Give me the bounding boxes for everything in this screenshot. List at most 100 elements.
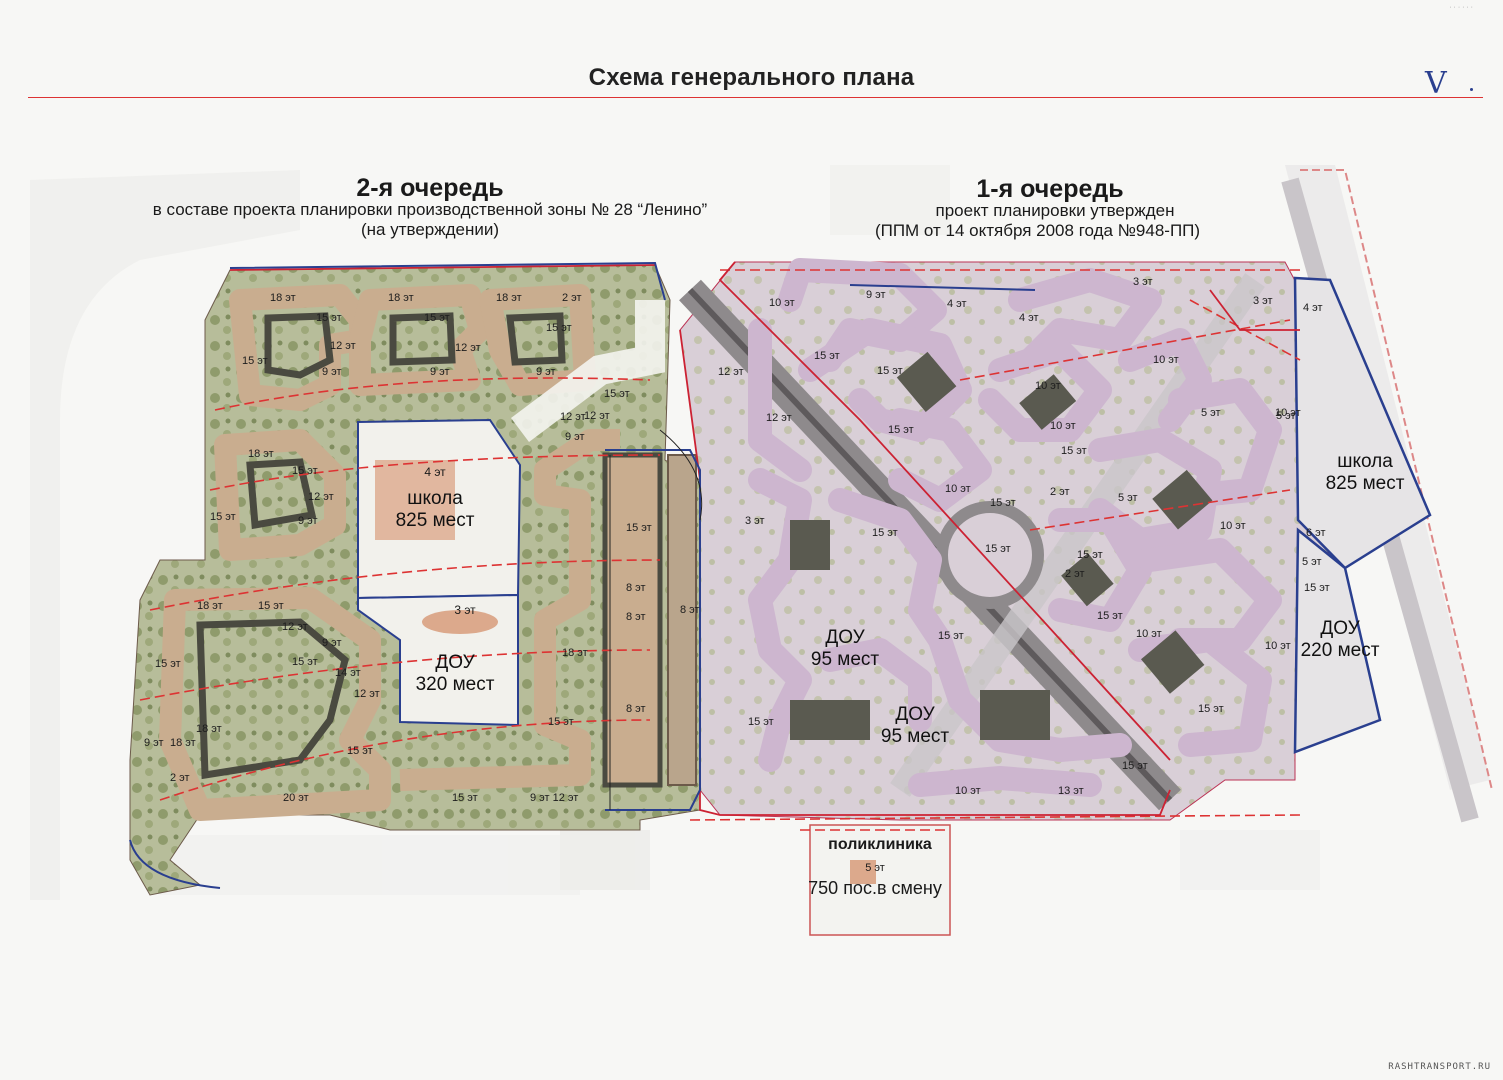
floor-label: 15 эт bbox=[748, 716, 774, 728]
floor-label: 15 эт bbox=[1097, 610, 1123, 622]
floor-label: 10 эт bbox=[945, 483, 971, 495]
floor-label: 2 эт bbox=[562, 292, 582, 304]
floor-label: 2 эт bbox=[1065, 568, 1085, 580]
queue2-courtyards bbox=[196, 312, 566, 780]
queue2-block bbox=[129, 264, 701, 896]
floor-label: 15 эт bbox=[604, 388, 630, 400]
floor-label: 12 эт bbox=[718, 366, 744, 378]
floor-label: 15 эт bbox=[888, 424, 914, 436]
floor-label: 18 эт bbox=[496, 292, 522, 304]
floor-label: 15 эт bbox=[1077, 549, 1103, 561]
floor-label: 8 эт bbox=[680, 604, 700, 616]
floor-label: 15 эт bbox=[1122, 760, 1148, 772]
floor-label: 6 эт bbox=[1306, 527, 1326, 539]
floor-label: 18 эт bbox=[170, 737, 196, 749]
floor-label: 2 эт bbox=[170, 772, 190, 784]
queue2-title: 2-я очередь bbox=[356, 174, 504, 202]
clinic-capacity: 750 пос.в смену bbox=[808, 878, 942, 898]
floor-label: 3 эт bbox=[1253, 295, 1273, 307]
floor-label: 14 эт bbox=[335, 667, 361, 679]
title-underline bbox=[28, 97, 1483, 98]
queue1-decree: (ППМ от 14 октября 2008 года №948-ПП) bbox=[874, 221, 1201, 240]
watermark: RASHTRANSPORT.RU bbox=[1388, 1062, 1491, 1072]
floor-label: 15 эт bbox=[242, 355, 268, 367]
floor-label: 9 эт 12 эт bbox=[530, 792, 579, 804]
queue1-title: 1-я очередь bbox=[976, 175, 1124, 203]
queue2-status: (на утверждении) bbox=[360, 220, 500, 239]
floor-label: 2 эт bbox=[1050, 486, 1070, 498]
floor-label: 15 эт bbox=[347, 745, 373, 757]
dou-center-2-name: ДОУ bbox=[895, 704, 935, 725]
floor-label: 9 эт bbox=[565, 431, 585, 443]
floor-label: 18 эт bbox=[248, 448, 274, 460]
school-right-plot bbox=[1293, 276, 1432, 570]
floor-label: 15 эт bbox=[877, 365, 903, 377]
floor-label: 18 эт bbox=[196, 723, 222, 735]
red-boundary bbox=[229, 261, 1300, 816]
floor-label: 15 эт bbox=[452, 792, 478, 804]
dou-right-name: ДОУ bbox=[1320, 618, 1360, 639]
floor-label: 3 эт bbox=[745, 515, 765, 527]
dou-center-1-name: ДОУ bbox=[825, 627, 865, 648]
check-mark: V bbox=[1425, 66, 1447, 101]
page-title: Схема генерального плана bbox=[588, 64, 915, 91]
blue-boundary bbox=[129, 261, 1036, 889]
school-right-name: школа bbox=[1337, 451, 1393, 472]
dou-center-1-capacity: 95 мест bbox=[810, 649, 880, 670]
dou-right-plot bbox=[1293, 527, 1382, 754]
floor-label: 10 эт bbox=[1220, 520, 1246, 532]
floor-label: 15 эт bbox=[814, 350, 840, 362]
floor-label: 15 эт bbox=[424, 312, 450, 324]
school-left-name: школа bbox=[407, 488, 463, 509]
dou-left-name: ДОУ bbox=[435, 652, 475, 673]
floor-label: 10 эт bbox=[955, 785, 981, 797]
floor-label: 12 эт bbox=[584, 410, 610, 422]
floor-label: 12 эт bbox=[766, 412, 792, 424]
queue1-block bbox=[679, 258, 1432, 936]
floor-label: 10 эт bbox=[1153, 354, 1179, 366]
floor-label: 12 эт bbox=[455, 342, 481, 354]
floor-label: 9 эт bbox=[322, 637, 342, 649]
floor-label: 9 эт bbox=[144, 737, 164, 749]
floor-label: 9 эт bbox=[536, 366, 556, 378]
check-dot bbox=[1470, 88, 1473, 91]
school-right-capacity: 825 мест bbox=[1325, 473, 1405, 494]
floor-label: 15 эт bbox=[872, 527, 898, 539]
dou-left-capacity: 320 мест bbox=[415, 674, 495, 695]
floor-label: 8 эт bbox=[626, 582, 646, 594]
queue1-description: проект планировки утвержден bbox=[935, 201, 1175, 220]
dou-left-floors: 3 эт bbox=[454, 603, 476, 617]
school-left-capacity: 825 мест bbox=[395, 510, 475, 531]
right-road bbox=[1300, 169, 1493, 791]
clinic-name: поликлиника bbox=[828, 836, 932, 853]
dou-right-capacity: 220 мест bbox=[1300, 640, 1380, 661]
floor-label: 15 эт bbox=[292, 656, 318, 668]
queue1-buildings bbox=[748, 258, 1282, 797]
floor-label: 18 эт bbox=[197, 600, 223, 612]
queue2-description: в составе проекта планировки производств… bbox=[152, 200, 708, 219]
floor-label: 4 эт bbox=[1303, 302, 1323, 314]
floor-label: 15 эт bbox=[1198, 703, 1224, 715]
floor-label: 12 эт bbox=[308, 491, 334, 503]
floor-label: 10 эт bbox=[1265, 640, 1291, 652]
scan-corner-mark: · · · · · · bbox=[1449, 4, 1473, 11]
floor-label: 5 эт bbox=[1302, 556, 1322, 568]
floor-label: 15 эт bbox=[292, 465, 318, 477]
floor-label: 5 эт bbox=[1118, 492, 1138, 504]
floor-label: 15 эт bbox=[546, 322, 572, 334]
floor-label: 15 эт bbox=[938, 630, 964, 642]
floor-label: 15 эт bbox=[1061, 445, 1087, 457]
floor-label: 5 эт bbox=[1201, 407, 1221, 419]
floor-label: 15 эт bbox=[985, 543, 1011, 555]
roundabout bbox=[936, 501, 1044, 609]
floor-label: 20 эт bbox=[283, 792, 309, 804]
queue2-buildings bbox=[159, 284, 620, 821]
floor-label: 15 эт bbox=[990, 497, 1016, 509]
floor-label: 10 эт bbox=[1136, 628, 1162, 640]
floor-label: 15 эт bbox=[155, 658, 181, 670]
clinic-floors: 5 эт bbox=[865, 862, 885, 874]
floor-label: 10 эт bbox=[1050, 420, 1076, 432]
clinic-plot bbox=[809, 824, 951, 936]
floor-label: 10 эт bbox=[769, 297, 795, 309]
